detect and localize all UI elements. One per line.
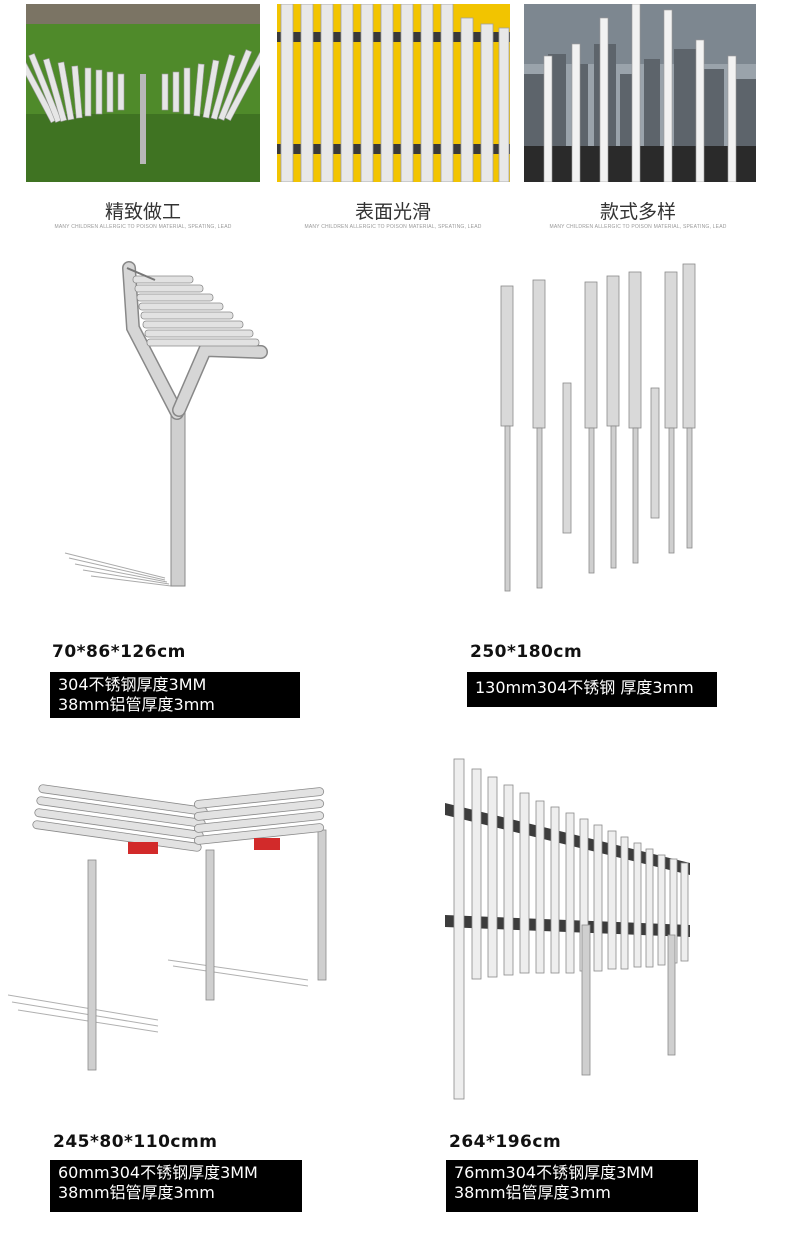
product-2-spec-line-1: 130mm304不锈钢 厚度3mm xyxy=(475,678,694,697)
garden-xylophone-photo xyxy=(26,4,260,182)
product-4-dimensions: 264*196cm xyxy=(449,1132,562,1152)
product-2-dimensions: 250*180cm xyxy=(470,642,583,662)
feature-subtitle-variety: MANY CHILDREN ALLERGIC TO POISON MATERIA… xyxy=(549,224,727,230)
y-frame-xylophone-illustration xyxy=(55,258,285,593)
product-4-spec-box: 76mm304不锈钢厚度3MM 38mm铝管厚度3mm xyxy=(446,1160,698,1212)
product-3-spec-box: 60mm304不锈钢厚度3MM 38mm铝管厚度3mm xyxy=(50,1160,302,1212)
feature-title-variety: 款式多样 xyxy=(599,201,676,223)
feature-subtitle-smooth: MANY CHILDREN ALLERGIC TO POISON MATERIA… xyxy=(304,224,482,230)
product-3-dimensions: 245*80*110cmm xyxy=(53,1132,218,1152)
product-4-spec-line-2: 38mm铝管厚度3mm xyxy=(454,1183,611,1202)
feature-title-craft: 精致做工 xyxy=(104,201,181,223)
product-3-spec-line-1: 60mm304不锈钢厚度3MM xyxy=(58,1163,258,1182)
product-1-spec-line-1: 304不锈钢厚度3MM xyxy=(58,675,207,694)
feature-title-smooth: 表面光滑 xyxy=(354,201,431,223)
product-3-spec-line-2: 38mm铝管厚度3mm xyxy=(58,1183,215,1202)
yellow-chime-photo xyxy=(277,4,510,182)
double-curved-xylophone-illustration xyxy=(8,780,338,1080)
product-2-spec-box: 130mm304不锈钢 厚度3mm xyxy=(467,672,717,707)
feature-subtitle-craft: MANY CHILDREN ALLERGIC TO POISON MATERIA… xyxy=(54,224,232,230)
fence-chime-panel-illustration xyxy=(440,755,695,1105)
city-chime-photo xyxy=(524,4,756,182)
product-1-spec-box: 304不锈钢厚度3MM 38mm铝管厚度3mm xyxy=(50,672,300,718)
standing-tube-chimes-illustration xyxy=(495,258,705,598)
product-1-spec-line-2: 38mm铝管厚度3mm xyxy=(58,695,215,714)
product-1-dimensions: 70*86*126cm xyxy=(52,642,186,662)
product-4-spec-line-1: 76mm304不锈钢厚度3MM xyxy=(454,1163,654,1182)
